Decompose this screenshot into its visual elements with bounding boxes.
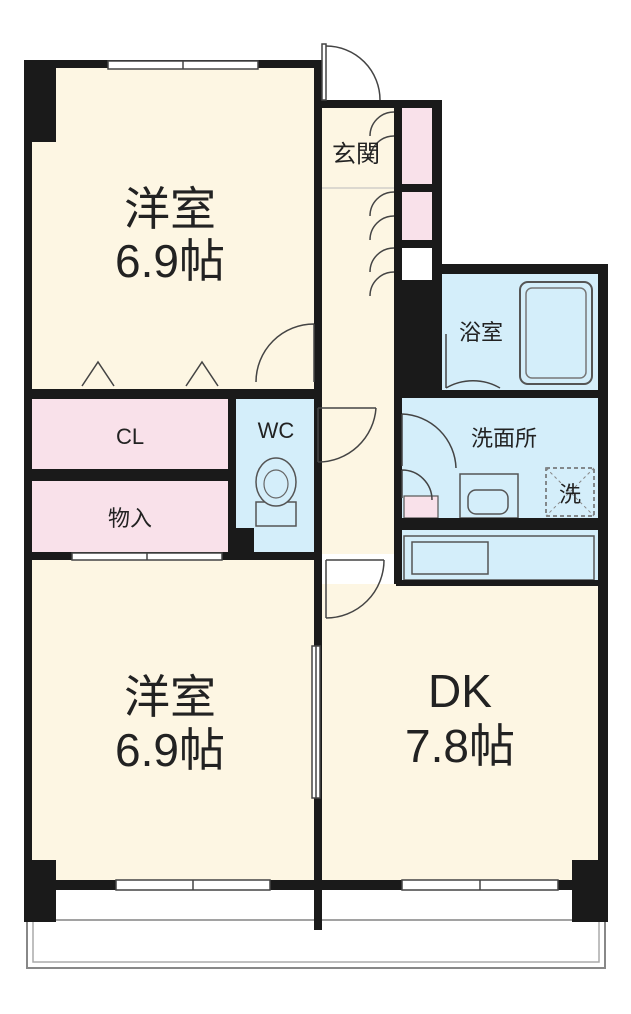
western-room-top-floor [32,66,316,389]
washroom-small-shelf [403,495,439,519]
kitchen-counter [403,535,595,581]
western-room-bottom-floor [32,560,316,882]
dining-kitchen-name: DK [428,665,492,717]
western-room-bottom-name: 洋室 [124,671,216,723]
toilet-label: WC [258,418,295,443]
dining-kitchen-size: 7.8帖 [405,720,515,772]
dining-kitchen-floor [320,584,598,882]
western-room-top-size: 6.9帖 [115,235,225,287]
doors [81,43,501,619]
windows [71,60,559,891]
bathroom-label: 浴室 [459,320,503,345]
bathtub [519,281,593,385]
shoe-closet [398,108,434,248]
western-room-top-name: 洋室 [124,183,216,235]
washer-space [545,467,595,517]
western-room-bottom-size: 6.9帖 [115,724,225,776]
toilet-fixture [255,457,297,527]
storage-floor [32,481,228,553]
closet-label: CL [116,424,144,449]
entrance-label: 玄関 [332,141,380,168]
washer-label: 洗 [559,482,581,507]
closet-floor [32,399,228,469]
storage-label: 物入 [108,506,152,531]
washroom-label: 洗面所 [471,426,537,451]
sink-bowl [467,489,509,515]
kitchen-sink [411,541,489,575]
